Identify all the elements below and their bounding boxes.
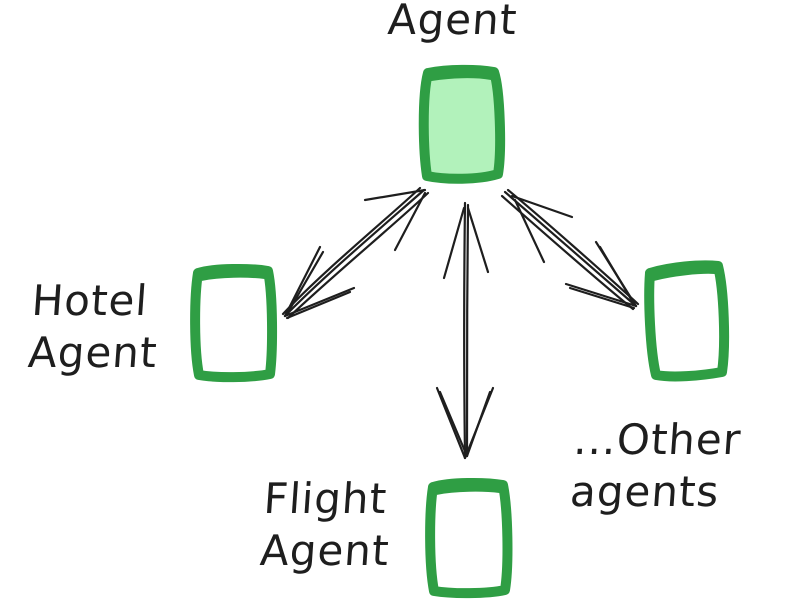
node-other-agents[interactable] [644,260,730,382]
label-flight-agent: Flight Agent [258,473,395,577]
arrow-to-flight-agent [435,201,495,460]
arrow-to-hotel-agent [281,186,430,320]
node-flight-agent[interactable] [425,477,513,599]
node-agent[interactable] [418,64,506,184]
label-hotel-agent-line2: Agent [26,328,160,377]
node-hotel-agent[interactable] [190,263,278,383]
label-hotel-agent: Hotel Agent [26,275,163,379]
label-agent-text: Agent [386,0,520,44]
label-flight-agent-line1: Flight [262,474,389,523]
arrow-to-other-agents [500,188,640,311]
label-agent: Agent [386,0,519,46]
label-hotel-agent-line1: Hotel [30,276,150,325]
label-flight-agent-line2: Agent [258,526,392,575]
label-other-agents: ...Other agents [568,414,743,518]
label-other-agents-line2: agents [568,467,722,516]
label-other-agents-line1: ...Other [572,415,743,464]
